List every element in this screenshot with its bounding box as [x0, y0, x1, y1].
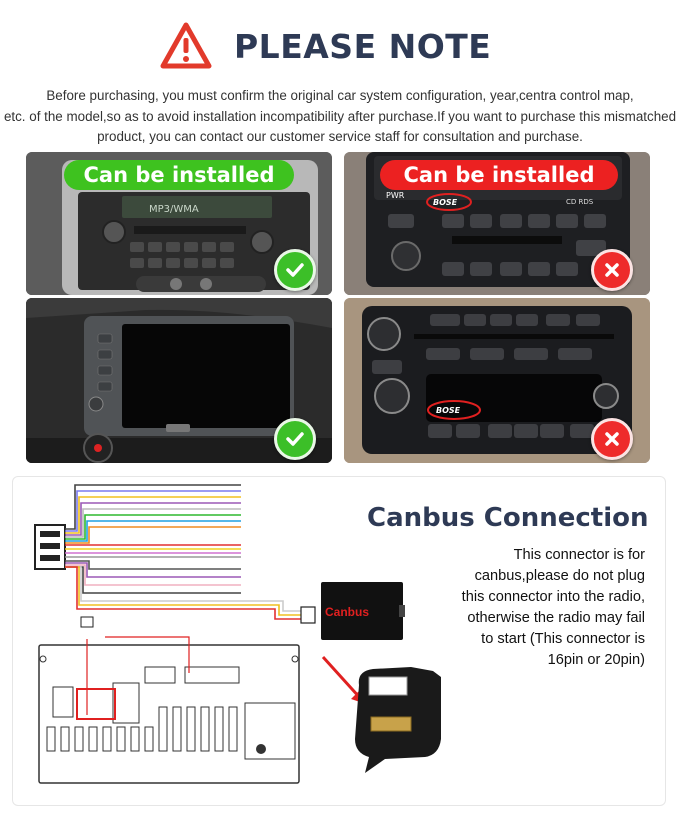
notice-line: Before purchasing, you must confirm the … [46, 88, 634, 103]
header: PLEASE NOTE Before purchasing, you must … [0, 0, 679, 150]
check-icon [274, 418, 316, 460]
title-row: PLEASE NOTE [160, 22, 491, 70]
page-title: PLEASE NOTE [234, 26, 492, 66]
notice-line: product, you can contact our customer se… [97, 129, 583, 144]
canbus-desc-line: this connector into the radio, [461, 589, 645, 605]
compatible-label: Can be installed [64, 160, 294, 190]
cross-icon [591, 249, 633, 291]
radio-label-pwr: PWR [386, 191, 405, 200]
compatible-radio-photo-2 [26, 298, 332, 463]
canbus-box-label: Canbus [325, 605, 370, 619]
notice-text: Before purchasing, you must confirm the … [0, 86, 679, 148]
cross-icon [591, 418, 633, 460]
notice-line: etc. of the model,so as to avoid install… [3, 108, 677, 124]
incompatible-label: Can be installed [380, 160, 618, 190]
radio-illustration [26, 298, 332, 463]
canbus-desc-line: to start (This connector is [481, 631, 645, 647]
warning-triangle-icon [160, 22, 212, 69]
canbus-desc-line: 16pin or 20pin) [547, 652, 645, 668]
bose-logo-text: BOSE [436, 406, 461, 415]
canbus-desc-line: This connector is for [513, 547, 645, 563]
canbus-desc-line: otherwise the radio may fail [467, 610, 645, 626]
radio-display-text: MP3/WMA [149, 204, 199, 215]
radio-display-text: CD RDS [566, 198, 594, 206]
canbus-title: Canbus Connection [367, 503, 649, 533]
canbus-description: This connector is for canbus,please do n… [420, 545, 645, 671]
canbus-desc-line: canbus,please do not plug [474, 568, 645, 584]
wiring-diagram [34, 484, 441, 784]
canbus-section [12, 476, 666, 806]
check-icon [274, 249, 316, 291]
bose-logo-text: BOSE [433, 198, 458, 207]
